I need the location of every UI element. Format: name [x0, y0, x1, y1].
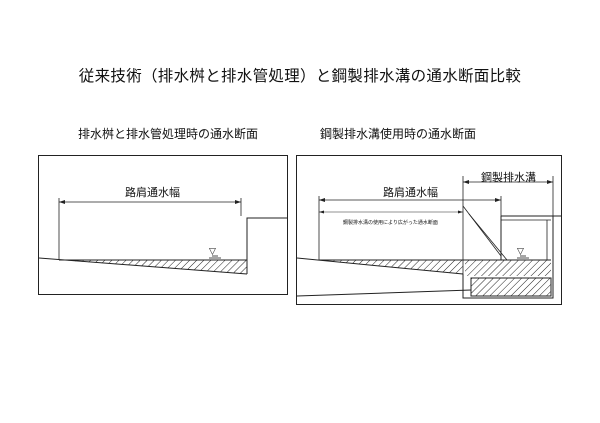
- curb-outline: [246, 217, 287, 274]
- gutter-water-hatch: [465, 260, 551, 276]
- gutter-diagonal-2: [468, 213, 508, 261]
- pavement-base-line: [297, 289, 472, 297]
- steel-gutter-label: 鋼製排水溝: [481, 171, 536, 184]
- dimension-arrow-left: [319, 198, 325, 202]
- water-level-symbol: ▽: [209, 247, 216, 257]
- gutter-dimension-arrow-right: [547, 180, 553, 184]
- road-surface-line: [297, 257, 464, 275]
- steel-gutter-cross-section-drawing: [297, 176, 561, 299]
- page-title: 従来技術（排水桝と排水管処理）と鋼製排水溝の通水断面比較: [78, 67, 522, 85]
- steel-gutter-outline: [462, 216, 554, 299]
- enlarged-arrow-right: [458, 210, 463, 214]
- dimension-arrow-left: [59, 200, 65, 204]
- dimension-arrow-right: [495, 198, 501, 202]
- conventional-cross-section-drawing: [39, 198, 287, 275]
- gutter-diagonal-1: [462, 205, 502, 257]
- shoulder-flow-width-label: 路肩通水幅: [125, 186, 180, 199]
- shoulder-flow-width-label: 路肩通水幅: [383, 186, 438, 199]
- left-panel-heading: 排水桝と排水管処理時の通水断面: [78, 127, 259, 141]
- conventional-cross-section-panel: 路肩通水幅 ▽: [38, 155, 288, 295]
- enlarged-arrow-left: [319, 210, 324, 214]
- gutter-base-hatch: [470, 277, 552, 297]
- steel-gutter-cross-section-panel: 鋼製排水溝 路肩通水幅 鋼製排水溝の使用により広がった通水断面 ▽: [296, 155, 562, 305]
- dimension-arrow-right: [235, 200, 241, 204]
- right-panel-heading: 鋼製排水溝使用時の通水断面: [320, 127, 477, 141]
- road-surface-line: [39, 257, 248, 275]
- enlarged-section-note: 鋼製排水溝の使用により広がった通水断面: [343, 220, 438, 226]
- water-level-symbol: ▽: [517, 247, 524, 257]
- gutter-dimension-arrow-left: [463, 180, 469, 184]
